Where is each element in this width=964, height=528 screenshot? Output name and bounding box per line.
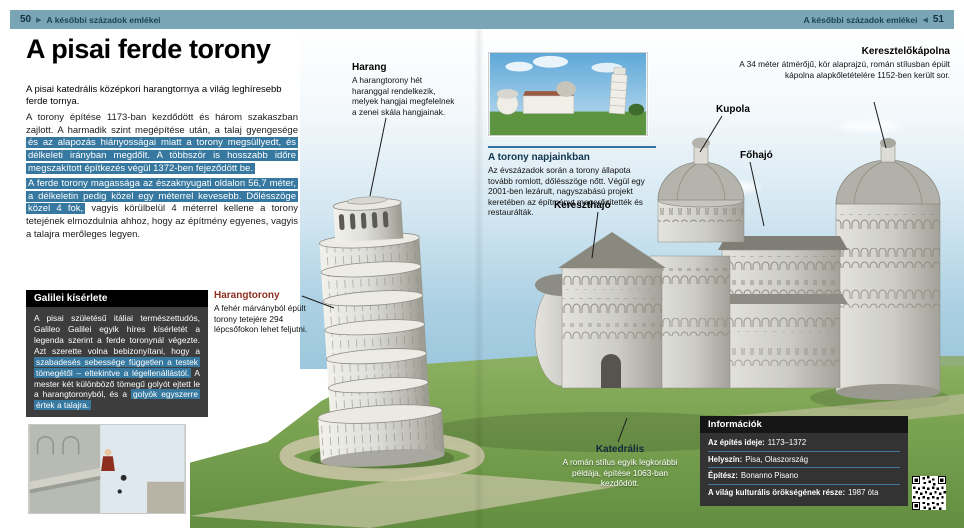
label-body: Az évszázadok során a torony állapota to…	[488, 165, 645, 218]
galilei-box-body: A pisai születésű itáliai természettudós…	[26, 307, 208, 418]
header-bar: 50 ▶ A későbbi századok emlékei A később…	[10, 10, 954, 29]
info-value: 1173–1372	[767, 438, 807, 447]
info-box-title: Információk	[700, 416, 908, 433]
label-title: Főhajó	[740, 150, 773, 161]
label-tower-today: A torony napjainkban Az évszázadok során…	[488, 146, 656, 218]
info-value: 1987 óta	[848, 488, 879, 498]
info-box: Információk Az építés ideje:1173–1372 He…	[700, 416, 908, 506]
tower-body	[317, 196, 445, 467]
info-row: A világ kulturális örökségének része:198…	[708, 485, 900, 501]
label-title: Harang	[352, 62, 387, 73]
header-right: A későbbi századok emlékei ◀ 51	[803, 14, 944, 25]
label-cathedral: Katedrális A román stílus egyik legkoráb…	[558, 444, 682, 489]
info-value: Pisa, Olaszország	[745, 454, 809, 464]
label-body: A fehér márványból épült torony tetejére…	[214, 303, 308, 335]
label-title: Kereszthajó	[554, 200, 611, 211]
photo-thumbnail	[488, 52, 648, 136]
label-baptistery: Keresztelőkápolna A 34 méter átmérőjű, k…	[732, 46, 950, 80]
info-label: Az építés ideje:	[708, 438, 765, 447]
label-title: Kupola	[716, 104, 750, 115]
galilei-box: Galilei kísérlete A pisai születésű itál…	[26, 290, 208, 418]
label-title: Harangtorony	[214, 290, 280, 301]
intro-paragraph: A pisai katedrális középkori harangtorny…	[26, 84, 282, 108]
info-row: Helyszín:Pisa, Olaszország	[708, 452, 900, 469]
info-box-body: Az építés ideje:1173–1372 Helyszín:Pisa,…	[700, 433, 908, 506]
crossing	[649, 255, 731, 389]
info-row: Építész:Bonanno Pisano	[708, 468, 900, 486]
page-title: A pisai ferde torony	[26, 34, 271, 64]
header-left: 50 ▶ A későbbi századok emlékei	[20, 14, 161, 25]
galilei-illustration	[28, 424, 186, 514]
chevron-left-icon: ◀	[922, 16, 928, 24]
paragraph-dimensions: A ferde torony magassága az északnyugati…	[26, 178, 298, 242]
transept	[558, 232, 666, 389]
page-number-left: 50	[20, 14, 32, 25]
text-segment: A pisai születésű itáliai természettudós…	[34, 313, 200, 356]
label-body: A román stílus egyik legkorábbi példája,…	[562, 457, 678, 489]
chevron-right-icon: ▶	[36, 16, 42, 24]
dome	[657, 137, 745, 243]
text-segment: A torony építése 1173-ban kezdődött és h…	[26, 112, 298, 136]
page-fold-shadow	[474, 29, 484, 528]
section-title-right: A későbbi századok emlékei	[803, 14, 918, 25]
label-bell: Harang A harangtorony hét haranggal rend…	[352, 62, 458, 117]
cathedral-illustration	[534, 137, 941, 400]
nave	[718, 236, 848, 389]
photo-tower	[608, 67, 628, 115]
label-nave: Főhajó	[740, 150, 773, 163]
info-value: Bonanno Pisano	[740, 471, 799, 481]
highlighted-text: és az alapozás hiányosságai miatt a toro…	[26, 137, 298, 174]
page-number-right: 51	[932, 14, 944, 25]
leaning-tower-illustration	[317, 196, 445, 467]
label-bell-tower: Harangtorony A fehér márványból épült to…	[214, 290, 314, 335]
belfry	[332, 196, 404, 243]
section-title-left: A későbbi századok emlékei	[46, 14, 161, 25]
paragraph-construction: A torony építése 1173-ban kezdődött és h…	[26, 112, 298, 176]
label-body: A harangtorony hét haranggal rendelkezik…	[352, 75, 455, 117]
highlighted-text: szabadesés sebessége független a testek …	[34, 356, 200, 378]
info-label: Építész:	[708, 471, 738, 481]
info-label: Helyszín:	[708, 454, 743, 464]
baptistery	[835, 138, 941, 400]
label-body: A 34 méter átmérőjű, kör alaprajzú, romá…	[739, 59, 950, 80]
galilei-box-title: Galilei kísérlete	[26, 290, 208, 307]
label-title: Keresztelőkápolna	[861, 46, 950, 57]
label-title: A torony napjainkban	[488, 152, 590, 163]
label-dome: Kupola	[716, 104, 750, 117]
text-segment: vagyis körülbelül 4 méterrel kellene a t…	[26, 203, 298, 240]
label-transept: Kereszthajó	[554, 200, 611, 213]
info-label: A világ kulturális örökségének része:	[708, 488, 846, 498]
text-segment: A mester két különböző tömegű golyót ejt…	[34, 367, 200, 400]
info-row: Az építés ideje:1173–1372	[708, 435, 900, 452]
qr-code-icon	[912, 476, 946, 510]
label-title: Katedrális	[595, 444, 645, 455]
